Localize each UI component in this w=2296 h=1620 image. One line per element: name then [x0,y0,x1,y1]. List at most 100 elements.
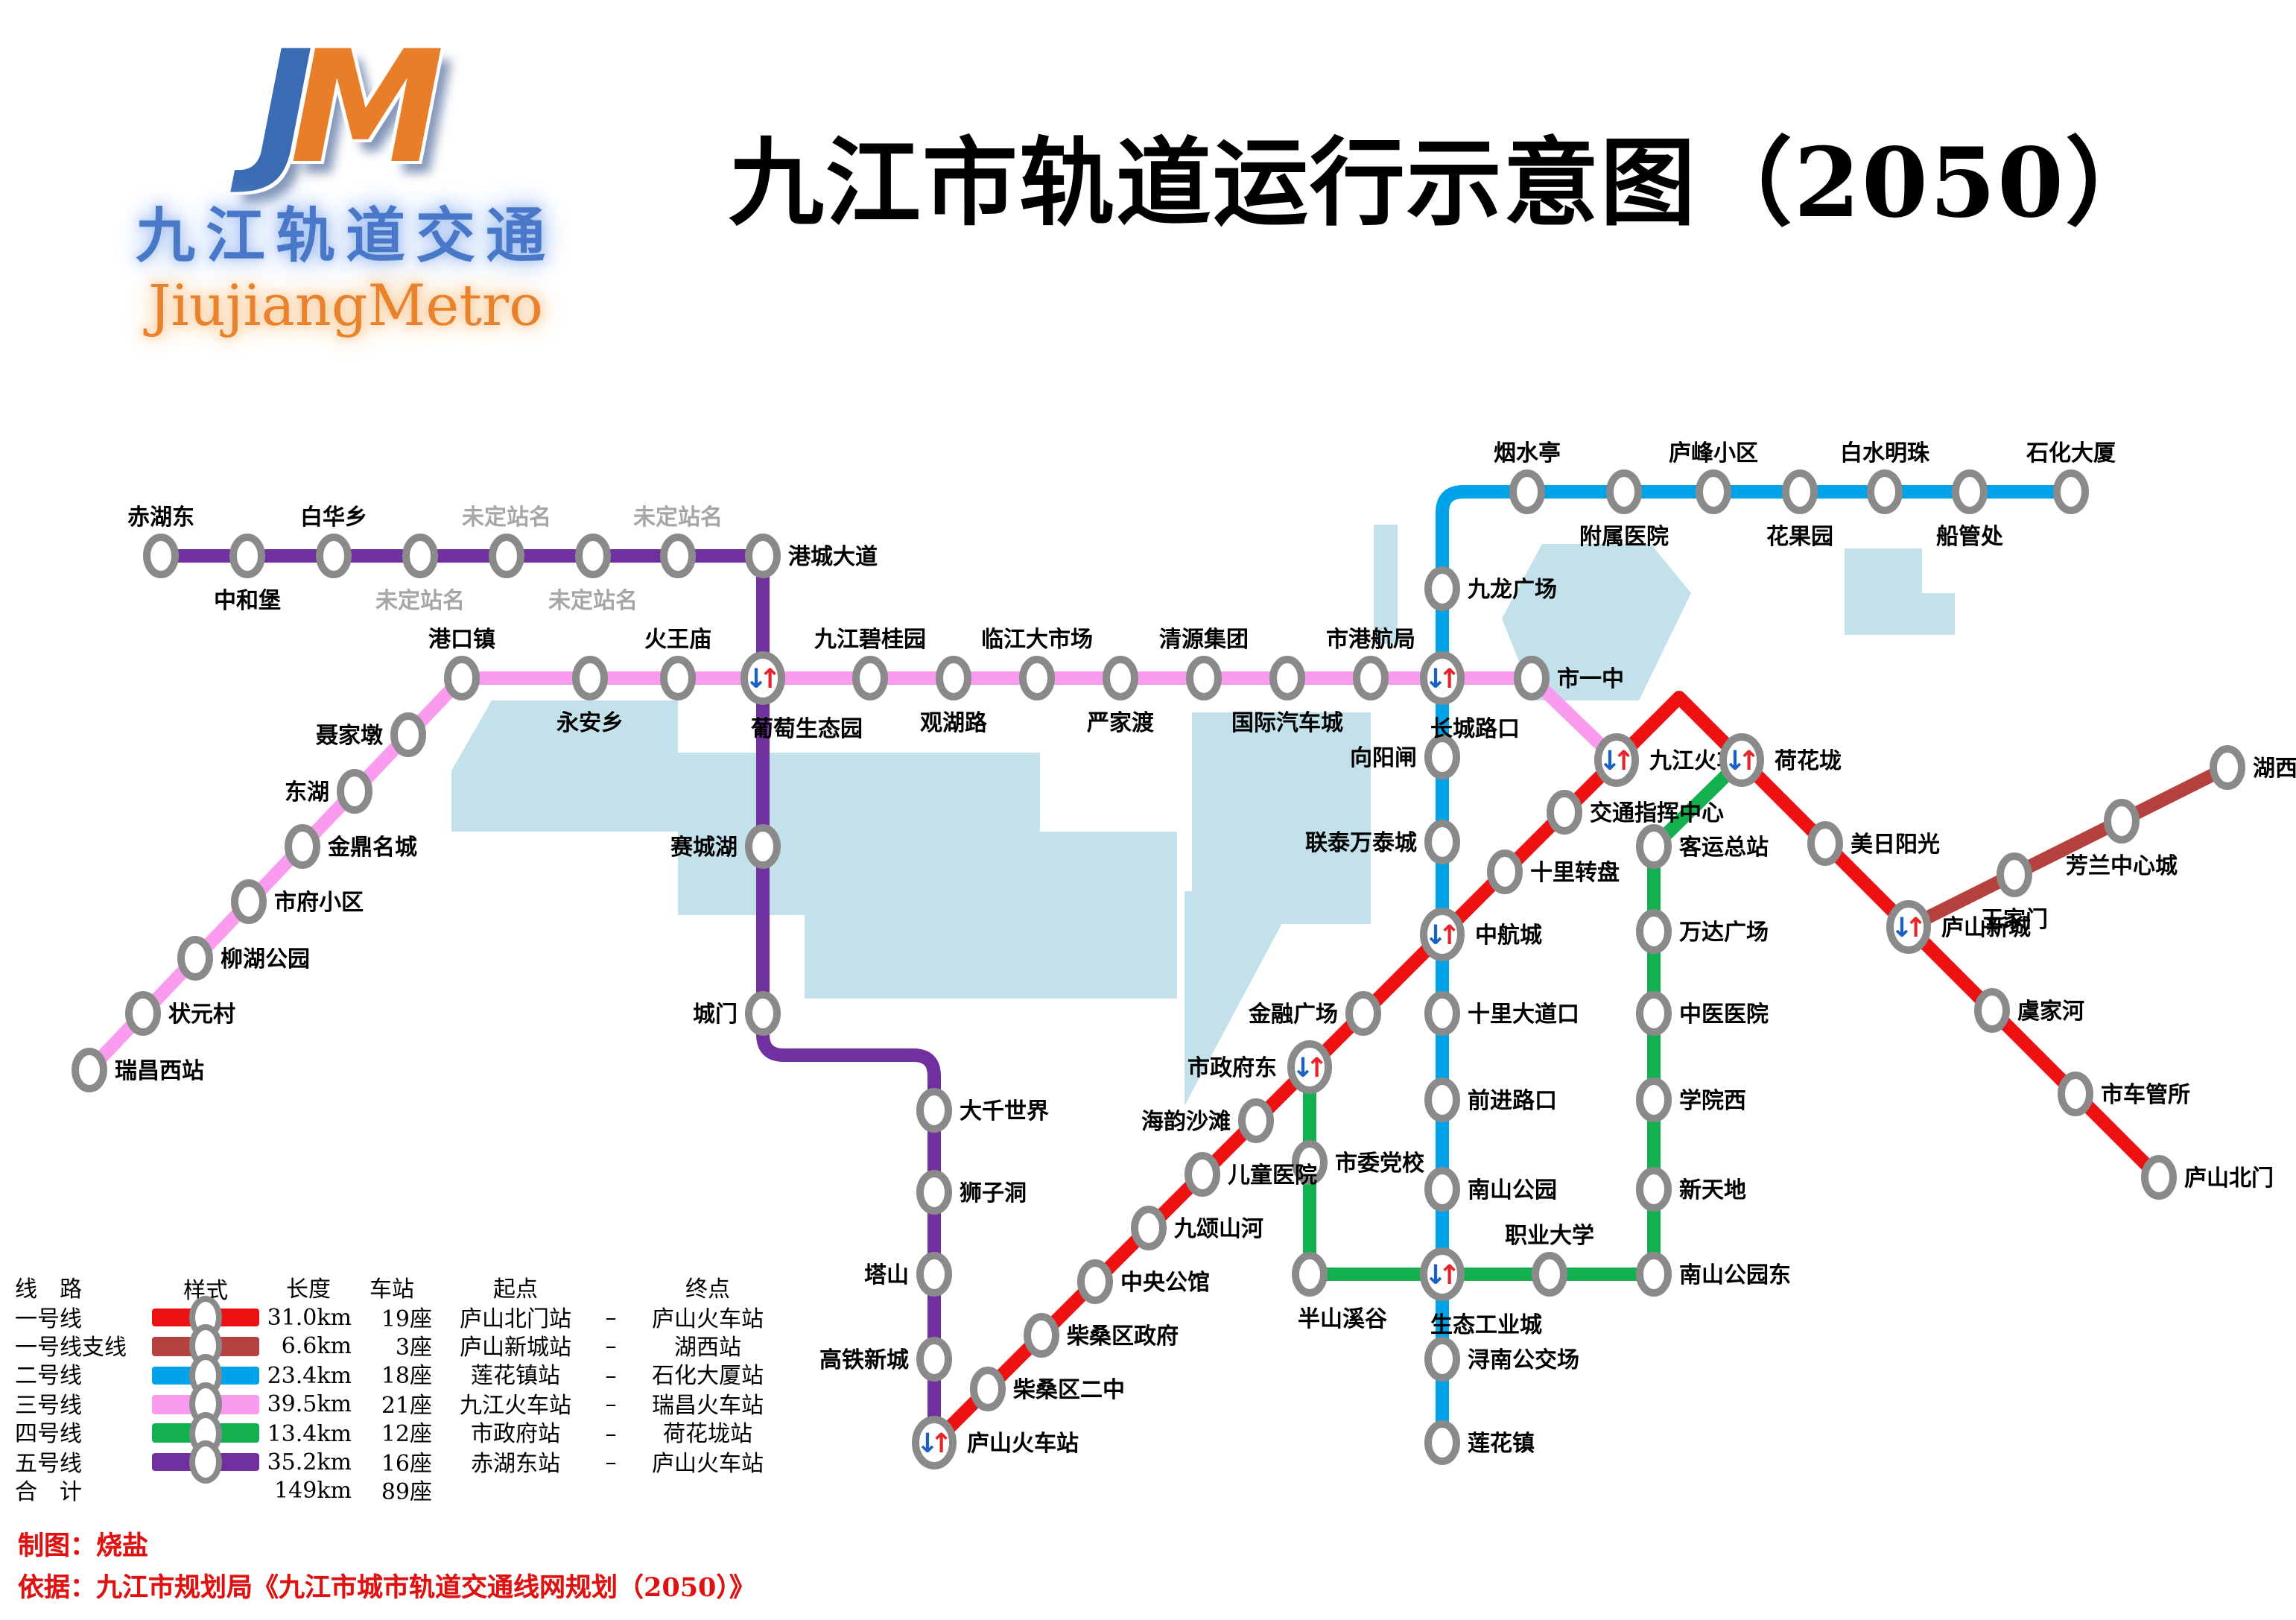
station-label: 学院西 [1679,1088,1746,1113]
station-marker [1974,988,2010,1033]
station-marker [2058,1072,2093,1116]
interchange-arrow-down-icon: ↓ [1424,1260,1447,1291]
legend-header-cell: 车站 [369,1276,414,1303]
station-label: 柴桑区二中 [1013,1378,1125,1402]
interchange-marker [1420,908,1465,961]
station-marker [572,656,608,700]
station-label: 港城大道 [788,545,878,569]
station-label: 美日阳光 [1851,832,1940,857]
interchange-arrow-up-icon: ↑ [1439,920,1461,951]
station-marker [390,712,426,757]
station-label: 高铁新城 [819,1348,909,1373]
station-marker [2141,1155,2177,1200]
station-label: 狮子洞 [960,1181,1027,1206]
station-label: 九颂山河 [1174,1217,1263,1241]
legend-dash: – [605,1390,617,1418]
logo-letter-m: M [290,16,444,198]
station-label: 白华乡 [300,505,367,530]
station-label: 柴桑区政府 [1067,1323,1179,1349]
station-label: 聂家墩 [316,724,384,748]
station-label: 客运总站 [1679,835,1769,860]
interchange-arrow-down-icon: ↓ [1724,746,1746,776]
station-marker [285,824,320,869]
station-marker [1424,735,1460,779]
legend-station-count: 12座 [381,1420,432,1448]
metro-line3-path [83,671,1623,1077]
station-label: 中央公馆 [1120,1270,1210,1295]
station-label: 前进路口 [1468,1089,1557,1113]
station-marker [660,656,696,700]
interchange-arrow-down-icon: ↓ [745,664,767,694]
station-label: 中和堡 [214,589,281,613]
legend-line-style-sample [146,1411,265,1455]
interchange-arrow-down-icon: ↓ [1599,746,1621,776]
interchange-marker [1287,1040,1332,1094]
station-label: 荷花垅 [1775,749,1842,773]
metro-line1b-path [1902,761,2234,934]
station-marker [916,1252,952,1297]
legend-line-name: 一号线 [15,1305,83,1332]
station-marker [1636,1167,1672,1212]
station-marker [1424,1337,1460,1382]
station-label: 新天地 [1679,1178,1746,1203]
lake-shape [1192,712,1371,924]
jiujiang-metro-logo: JM 九江轨道交通 JiujiangMetro [72,30,620,339]
station-label: 市车管所 [2101,1082,2190,1107]
station-label: 万达广场 [1679,920,1769,945]
station-marker [2104,799,2140,844]
interchange-arrow-up-icon: ↑ [1738,746,1760,776]
legend-line-end: 瑞昌火车站 [651,1391,764,1419]
legend-line-start: 赤湖东站 [470,1449,560,1477]
station-marker [1547,790,1582,835]
logo-letter-j: J [256,16,314,198]
station-marker [1952,469,1988,514]
station-marker [1636,1078,1672,1122]
station-marker [660,534,696,578]
station-marker [1487,849,1523,894]
station-label: 湖西 [2253,756,2296,781]
station-label: 芳兰中心城 [2066,854,2178,879]
legend-header-cell: 线 路 [15,1276,83,1303]
station-marker [337,769,372,814]
metro-line5-path [154,549,941,1449]
station-label: 未定站名 [375,588,465,613]
legend-header-cell: 终点 [685,1276,730,1303]
station-marker [1782,469,1818,514]
station-label: 职业大学 [1505,1223,1594,1248]
station-label: 瑞昌西站 [115,1059,204,1083]
legend-line-name: 三号线 [15,1391,83,1419]
station-label: 中航城 [1475,923,1542,948]
station-label: 塔山 [864,1263,909,1288]
legend-line-end: 荷花垅站 [662,1420,752,1448]
station-marker [231,879,267,924]
interchange-marker [1594,733,1639,787]
logo-english-name: JiujiangMetro [148,273,543,338]
station-label: 柳湖公园 [221,947,310,972]
legend-header-cell: 长度 [285,1276,331,1303]
station-marker [1269,656,1305,700]
interchange-marker [1420,1247,1465,1301]
interchange-arrow-down-icon: ↓ [1292,1053,1314,1083]
interchange-marker [1719,733,1764,787]
station-label: 海韵沙滩 [1141,1109,1231,1134]
station-label: 船管处 [1936,525,2003,549]
station-label: 市港航局 [1326,627,1415,652]
legend-line-length: 35.2km [267,1449,352,1476]
station-marker [2210,745,2245,790]
station-marker [1238,1098,1274,1143]
lake-shape [1185,891,1299,1106]
station-label: 金鼎名城 [327,835,417,860]
lake-shape [1333,805,1356,915]
legend-line-end: 庐山火车站 [651,1449,764,1477]
station-marker [1103,656,1138,700]
station-label: 庐山北门 [2184,1165,2274,1191]
station-marker [745,991,781,1036]
station-label: 庐峰小区 [1669,440,1758,466]
legend-station-oval-icon [189,1440,222,1484]
station-label: 观湖路 [920,711,988,735]
station-marker [1424,1420,1460,1465]
